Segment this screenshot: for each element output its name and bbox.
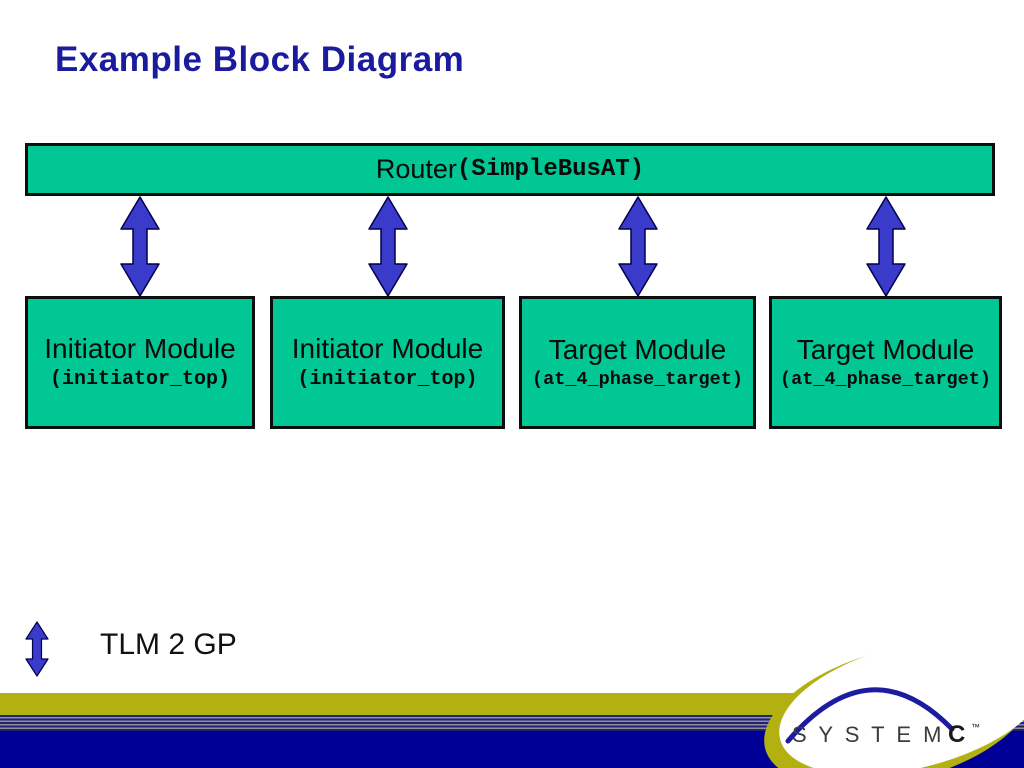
double-arrow-icon — [368, 196, 408, 297]
module-instance: (at_4_phase_target) — [532, 368, 743, 390]
module-name: Target Module — [548, 334, 727, 366]
module-instance: (at_4_phase_target) — [780, 368, 991, 390]
router-instance-label: (SimpleBusAT) — [456, 156, 645, 183]
double-arrow-icon — [866, 196, 906, 297]
module-block-target-2: Target Module (at_4_phase_target) — [769, 296, 1002, 429]
module-block-target-1: Target Module (at_4_phase_target) — [519, 296, 756, 429]
module-block-initiator-2: Initiator Module (initiator_top) — [270, 296, 505, 429]
module-name: Initiator Module — [291, 333, 484, 365]
systemc-logo: S Y S T E M C ™ — [764, 643, 1024, 768]
module-name: Target Module — [796, 334, 975, 366]
module-instance: (initiator_top) — [49, 367, 231, 391]
slide-title: Example Block Diagram — [55, 40, 465, 79]
footer-yellow-band — [0, 693, 1024, 715]
logo-trademark: ™ — [971, 722, 980, 732]
logo-letters: S Y S T E M — [792, 722, 944, 747]
module-instance: (initiator_top) — [297, 367, 478, 391]
module-block-initiator-1: Initiator Module (initiator_top) — [25, 296, 255, 429]
module-name: Initiator Module — [44, 333, 236, 365]
router-block: Router (SimpleBusAT) — [25, 143, 995, 196]
double-arrow-icon — [120, 196, 160, 297]
legend-double-arrow-icon — [25, 621, 49, 677]
logo-c: C — [948, 721, 965, 748]
router-label: Router — [375, 154, 457, 184]
double-arrow-icon — [618, 196, 658, 297]
legend-label: TLM 2 GP — [100, 628, 237, 661]
